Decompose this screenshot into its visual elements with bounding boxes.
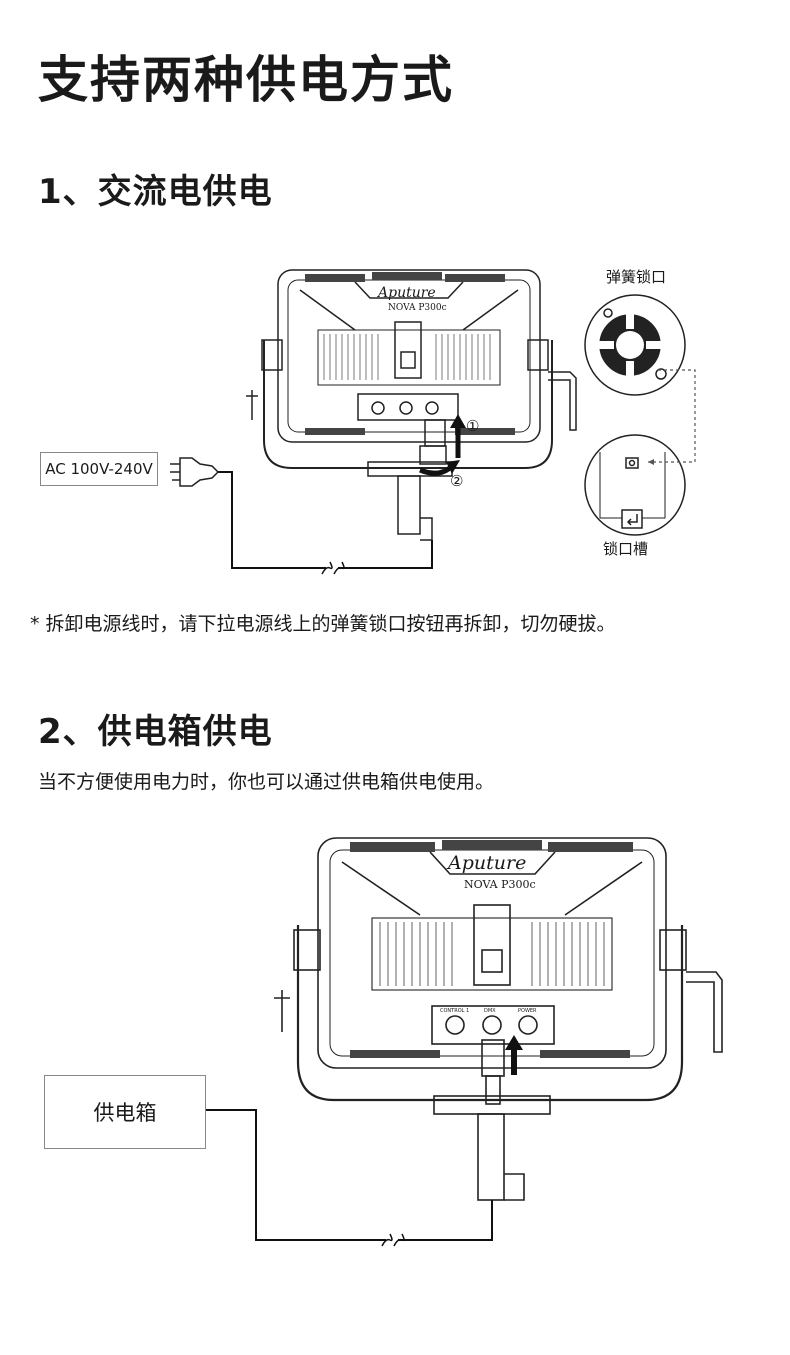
light-model-2: NOVA P300c: [464, 878, 536, 891]
port-label-power: POWER: [518, 1008, 537, 1014]
light-panel-2: [317, 837, 667, 1069]
step-2-label: ②: [450, 472, 464, 490]
power-box-label: 供电箱: [44, 1075, 206, 1149]
light-model-1: NOVA P300c: [388, 303, 447, 313]
light-panel: [277, 269, 541, 443]
section-box-description: 当不方便使用电力时，你也可以通过供电箱供电使用。: [38, 771, 495, 793]
ac-power-diagram: [170, 269, 696, 575]
light-brand-1: Aputure: [378, 285, 436, 301]
port-label-control: CONTROL 1: [440, 1008, 470, 1014]
spring-lock-detail: [584, 294, 686, 396]
ac-voltage-label: AC 100V-240V: [40, 452, 158, 486]
wall-plug-icon: [170, 457, 220, 487]
port-label-dmx: DMX: [484, 1008, 496, 1014]
ac-removal-note: * 拆卸电源线时，请下拉电源线上的弹簧锁口按钮再拆卸，切勿硬拔。: [30, 613, 616, 635]
section-box-heading: 2、供电箱供电: [38, 712, 273, 752]
section-ac-heading: 1、交流电供电: [38, 172, 273, 212]
lock-slot-detail: [584, 434, 686, 536]
light-brand-2: Aputure: [448, 852, 527, 874]
spring-lock-label: 弹簧锁口: [606, 268, 667, 286]
step-1-label: ①: [466, 417, 480, 435]
lock-slot-label: 锁口槽: [603, 540, 649, 558]
page-title: 支持两种供电方式: [38, 51, 454, 109]
